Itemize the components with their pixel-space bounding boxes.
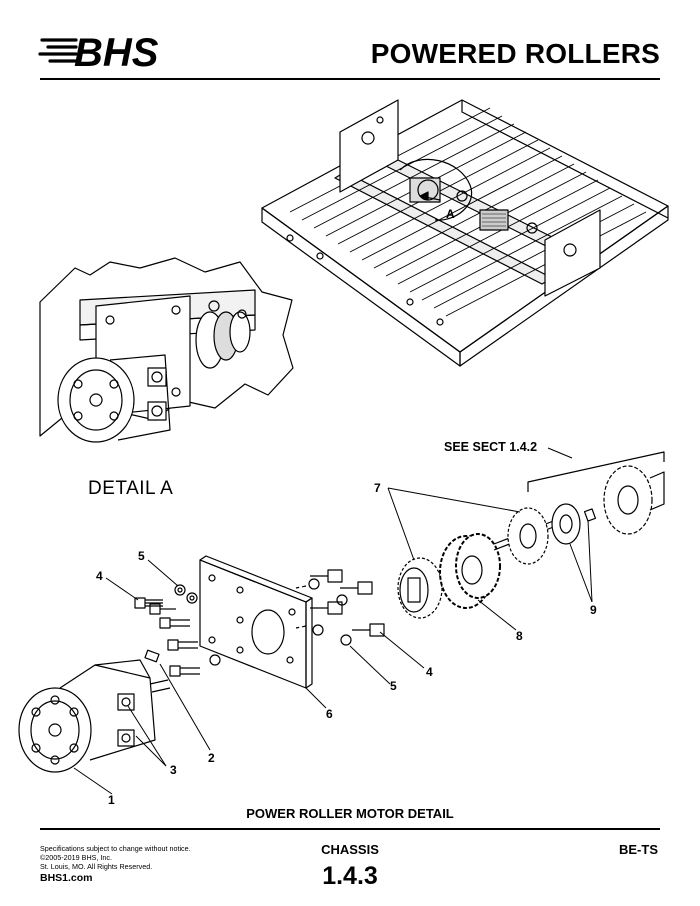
- detail-sprocket: [195, 300, 251, 369]
- footer-note-specs: Specifications subject to change without…: [40, 844, 191, 853]
- logo-text: BHS: [74, 31, 159, 75]
- section-name: CHASSIS: [321, 842, 379, 857]
- key: [144, 649, 160, 663]
- footer-note-location: St. Louis, MO. All Rights Reserved.: [40, 862, 153, 872]
- item-callouts: 1 2 3 4 5 6 7 8 9 4 5: [96, 481, 597, 805]
- page-title: POWERED ROLLERS: [370, 38, 660, 69]
- callout-item-4-right: 4: [426, 665, 433, 679]
- detail-a-view: [39, 257, 294, 443]
- taper-bushing: [551, 503, 597, 545]
- website-link[interactable]: BHS1.com: [40, 872, 93, 884]
- footer-notes: Specifications subject to change without…: [40, 844, 240, 872]
- footer-note-copyright: ©2005-2019 BHS, Inc.: [40, 853, 113, 863]
- drawing-caption: POWER ROLLER MOTOR DETAIL: [246, 806, 454, 821]
- motor-assembly: [18, 659, 171, 773]
- drive-sprocket: [507, 507, 549, 565]
- section-number: 1.4.3: [322, 862, 378, 890]
- document-code: BE-TS: [619, 842, 658, 857]
- callout-item-5-right: 5: [390, 679, 397, 693]
- logo-speed-lines: [38, 38, 78, 63]
- bolts-right: [295, 569, 385, 646]
- mounting-bolts: [134, 597, 200, 677]
- callout-item-7: 7: [374, 481, 381, 495]
- footer-divider: [40, 828, 660, 830]
- hub-sprocket: [397, 557, 443, 619]
- detail-motor: [57, 354, 171, 443]
- conveyor-chassis: [261, 99, 669, 367]
- callout-item-2: 2: [208, 751, 215, 765]
- mounting-plate: [199, 555, 313, 689]
- technical-drawing: A: [18, 99, 669, 805]
- leader-lines: [73, 447, 593, 795]
- header-divider: [40, 78, 660, 80]
- detail-a-label: DETAIL A: [88, 478, 174, 499]
- double-sprocket: [439, 533, 501, 609]
- callout-item-3: 3: [170, 763, 177, 777]
- callout-item-6: 6: [326, 707, 333, 721]
- callout-item-9: 9: [590, 603, 597, 617]
- see-section-reference: SEE SECT 1.4.2: [444, 440, 538, 454]
- callout-item-5-left: 5: [138, 549, 145, 563]
- section-1-4-2-component: [603, 465, 665, 535]
- callout-item-4-left: 4: [96, 569, 103, 583]
- callout-item-8: 8: [516, 629, 523, 643]
- callout-item-1: 1: [108, 793, 115, 805]
- detail-a-callout: A: [446, 207, 455, 221]
- bhs-logo: BHS: [38, 31, 159, 75]
